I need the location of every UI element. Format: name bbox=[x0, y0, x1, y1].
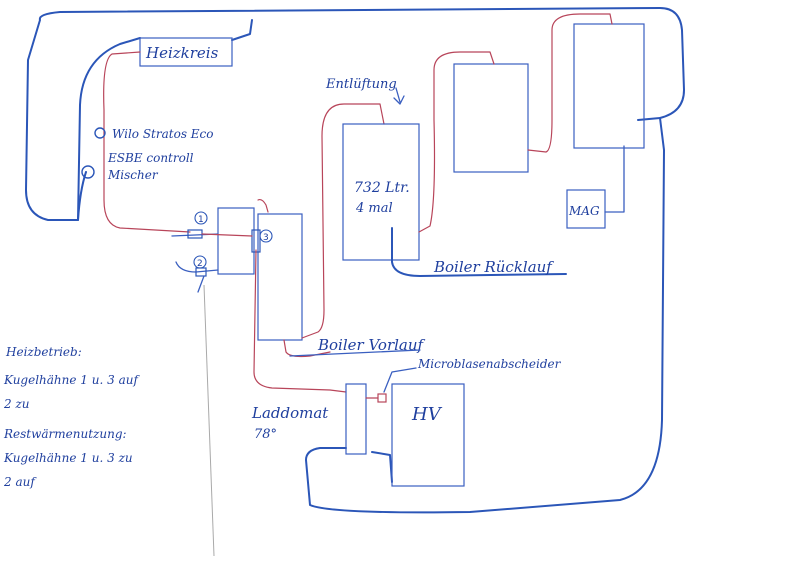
laddomat-label: Laddomat bbox=[251, 404, 329, 422]
tank-count-label: 4 mal bbox=[355, 201, 393, 216]
restwaerme-line2: 2 auf bbox=[3, 475, 37, 489]
valve-2-label: 2 bbox=[197, 259, 203, 269]
supply-to-block-pipe bbox=[201, 233, 253, 237]
laddomat-temp-label: 78° bbox=[254, 427, 277, 442]
buffer-tank-2 bbox=[453, 63, 529, 173]
valve-2-handle bbox=[197, 275, 205, 293]
pencil-guide-line bbox=[203, 284, 215, 557]
microblasenabscheider-symbol bbox=[377, 393, 387, 403]
entlueftung-label: Entlüftung bbox=[325, 77, 397, 92]
restwaerme-title: Restwärmenutzung: bbox=[3, 427, 127, 441]
outer-return-pipe bbox=[25, 7, 685, 221]
restwaerme-line1: Kugelhähne 1 u. 3 zu bbox=[3, 451, 133, 465]
microblasenabscheider-leader bbox=[383, 367, 417, 393]
heizkreis-label: Heizkreis bbox=[145, 44, 219, 62]
heizkreis-top-pipe bbox=[231, 19, 253, 41]
valve-2-marker bbox=[193, 255, 207, 269]
pump-symbol bbox=[94, 127, 106, 139]
left-loop-inner bbox=[77, 37, 141, 221]
mag-vessel bbox=[566, 189, 606, 229]
heizbetrieb-line1: Kugelhähne 1 u. 3 auf bbox=[3, 373, 140, 387]
heizbetrieb-title: Heizbetrieb: bbox=[5, 345, 82, 359]
buffer-tank-1 bbox=[342, 123, 420, 261]
tank-volume-label: 732 Ltr. bbox=[354, 180, 410, 196]
mixer-label-line2: Mischer bbox=[107, 168, 159, 182]
distribution-block bbox=[217, 207, 255, 275]
boiler-vorlauf-underline bbox=[289, 349, 421, 357]
valve-3-label: 3 bbox=[263, 233, 269, 243]
hv-return-pipe bbox=[371, 451, 393, 483]
buffer-connector-block bbox=[257, 213, 303, 341]
tank1-tank2-link bbox=[418, 51, 495, 233]
laddomat-supply-pipe bbox=[253, 249, 347, 393]
boiler-ruecklauf-pipe bbox=[391, 227, 567, 277]
microblasenabscheider-label: Microblasenabscheider bbox=[417, 357, 562, 371]
mixer-symbol bbox=[81, 165, 95, 179]
mixer-label-line1: ESBE controll bbox=[107, 151, 194, 165]
mag-label: MAG bbox=[568, 204, 600, 218]
valve-1-marker bbox=[194, 211, 208, 225]
laddomat-unit bbox=[345, 383, 367, 455]
hv-label: HV bbox=[411, 404, 443, 425]
boiler-vorlauf-label: Boiler Vorlauf bbox=[317, 336, 426, 354]
entlueftung-arrow bbox=[393, 87, 405, 105]
block-riser-pipe bbox=[257, 198, 269, 213]
right-return-pipe bbox=[305, 117, 665, 514]
valve-3-marker bbox=[259, 229, 273, 243]
valve-1-label: 1 bbox=[198, 215, 204, 225]
boiler-ruecklauf-label: Boiler Rücklauf bbox=[433, 258, 554, 276]
valve-1-body bbox=[187, 229, 203, 239]
valve-3-body bbox=[251, 229, 261, 253]
buffer-tank-3 bbox=[573, 23, 645, 149]
heizkreis-supply-pipe bbox=[103, 51, 191, 233]
mag-link-pipe bbox=[604, 145, 625, 213]
heizbetrieb-line2: 2 zu bbox=[3, 397, 30, 411]
tank-feed-pipe bbox=[301, 103, 385, 339]
pump-label: Wilo Stratos Eco bbox=[112, 127, 214, 141]
hv-boiler bbox=[391, 383, 465, 487]
tank2-tank3-link bbox=[527, 13, 613, 153]
